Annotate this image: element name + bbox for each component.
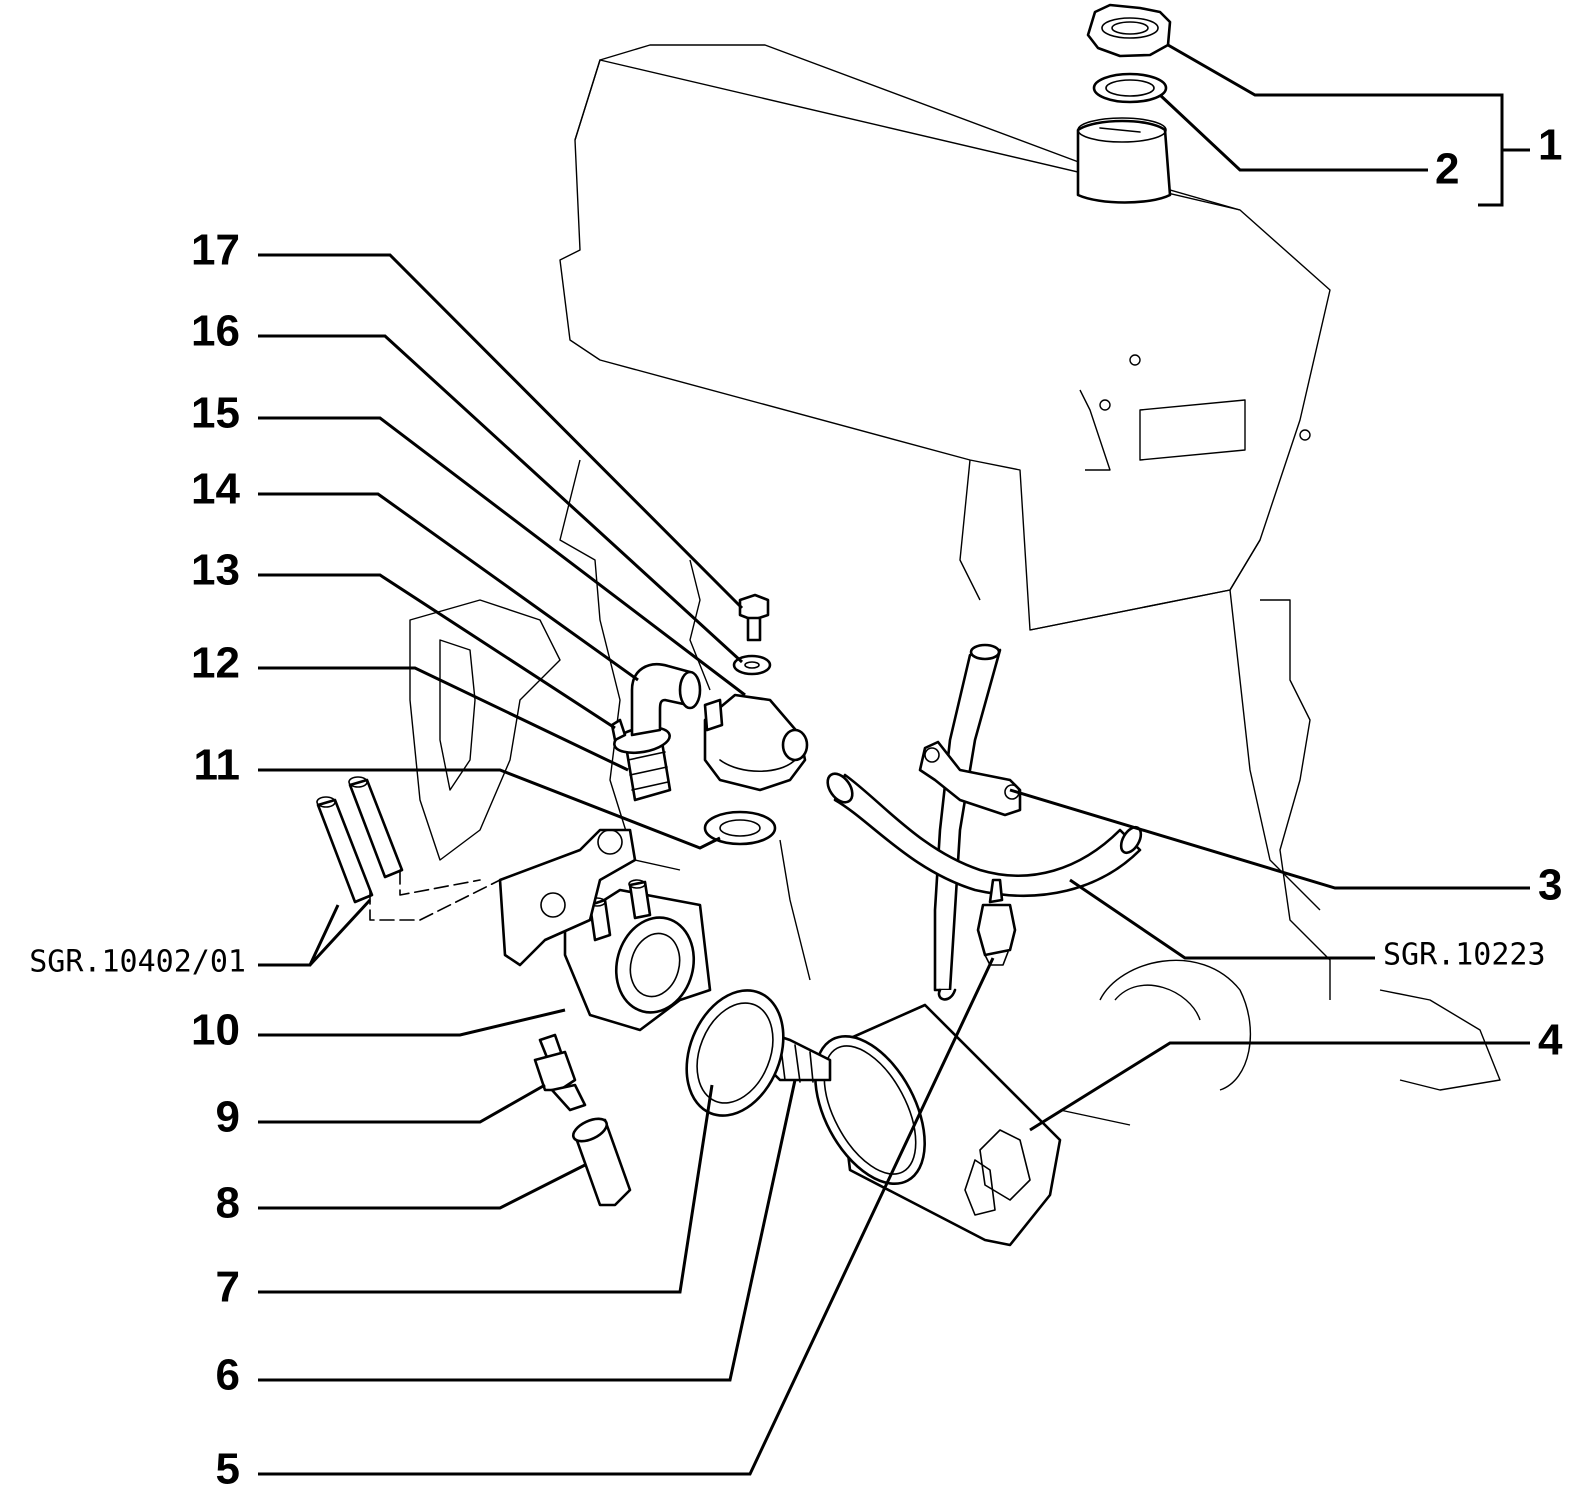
callout-2: 2	[1435, 145, 1459, 194]
filter-seal-ring	[685, 989, 785, 1117]
leader-10	[258, 1008, 566, 1037]
leader-9	[258, 1083, 546, 1124]
valve-body	[703, 693, 809, 792]
callout-9: 9	[216, 1093, 240, 1142]
callout-1: 1	[1538, 121, 1562, 170]
dipstick-tube-assembly	[918, 643, 1022, 1001]
valve-gasket	[703, 810, 777, 846]
leader-8	[258, 1163, 586, 1210]
leader-sgr-10223	[1069, 878, 1375, 960]
leader-12	[258, 666, 629, 772]
callout-11: 11	[193, 741, 240, 790]
adaptor-flange	[409, 599, 637, 967]
washer	[732, 654, 772, 676]
leader-17	[258, 253, 744, 610]
callout-7: 7	[216, 1263, 240, 1312]
leader-13	[258, 573, 616, 730]
oil-filter	[814, 1003, 1062, 1247]
callout-12: 12	[191, 639, 240, 688]
leader-15	[258, 416, 746, 697]
ref-sgr-10223: SGR.10223	[1383, 938, 1546, 973]
ref-sgr-10402-01: SGR.10402/01	[29, 945, 246, 980]
leader-4	[1029, 1041, 1530, 1132]
leader-lines	[258, 43, 1530, 1476]
callout-14: 14	[191, 465, 240, 514]
leader-11	[258, 768, 721, 850]
callout-17: 17	[191, 226, 240, 275]
callout-13: 13	[191, 546, 240, 595]
leader-7	[258, 1084, 714, 1294]
callout-16: 16	[191, 307, 240, 356]
callout-labels: 1 2 3 4 5 6 7 8 9 10 11 12 13 14 15 16 1…	[29, 121, 1563, 1494]
leader-1	[1167, 43, 1530, 207]
leader-5	[258, 957, 995, 1476]
filter-support-housing	[563, 879, 712, 1032]
callout-6: 6	[216, 1351, 240, 1400]
leader-6	[258, 1079, 797, 1382]
leader-14	[258, 492, 639, 682]
dowel-pins	[316, 776, 501, 921]
oil-filler-neck	[1076, 117, 1172, 204]
leader-3	[1009, 788, 1530, 890]
filler-cap-seal	[1092, 72, 1168, 104]
filler-cap	[1086, 3, 1172, 58]
sleeve	[571, 1117, 632, 1207]
curved-oil-pipe	[826, 772, 1143, 897]
callout-8: 8	[216, 1179, 240, 1228]
callout-15: 15	[191, 389, 240, 438]
callout-5: 5	[216, 1445, 240, 1494]
leader-sgr-10402-01	[258, 898, 372, 967]
leader-2	[1158, 93, 1428, 172]
bolt	[738, 593, 770, 642]
oil-pressure-switch	[976, 878, 1017, 966]
leader-16	[258, 334, 744, 664]
callout-10: 10	[191, 1006, 240, 1055]
temperature-sensor	[533, 1033, 587, 1112]
elbow-hose	[630, 663, 702, 737]
callout-4: 4	[1538, 1016, 1563, 1065]
callout-3: 3	[1538, 861, 1562, 910]
